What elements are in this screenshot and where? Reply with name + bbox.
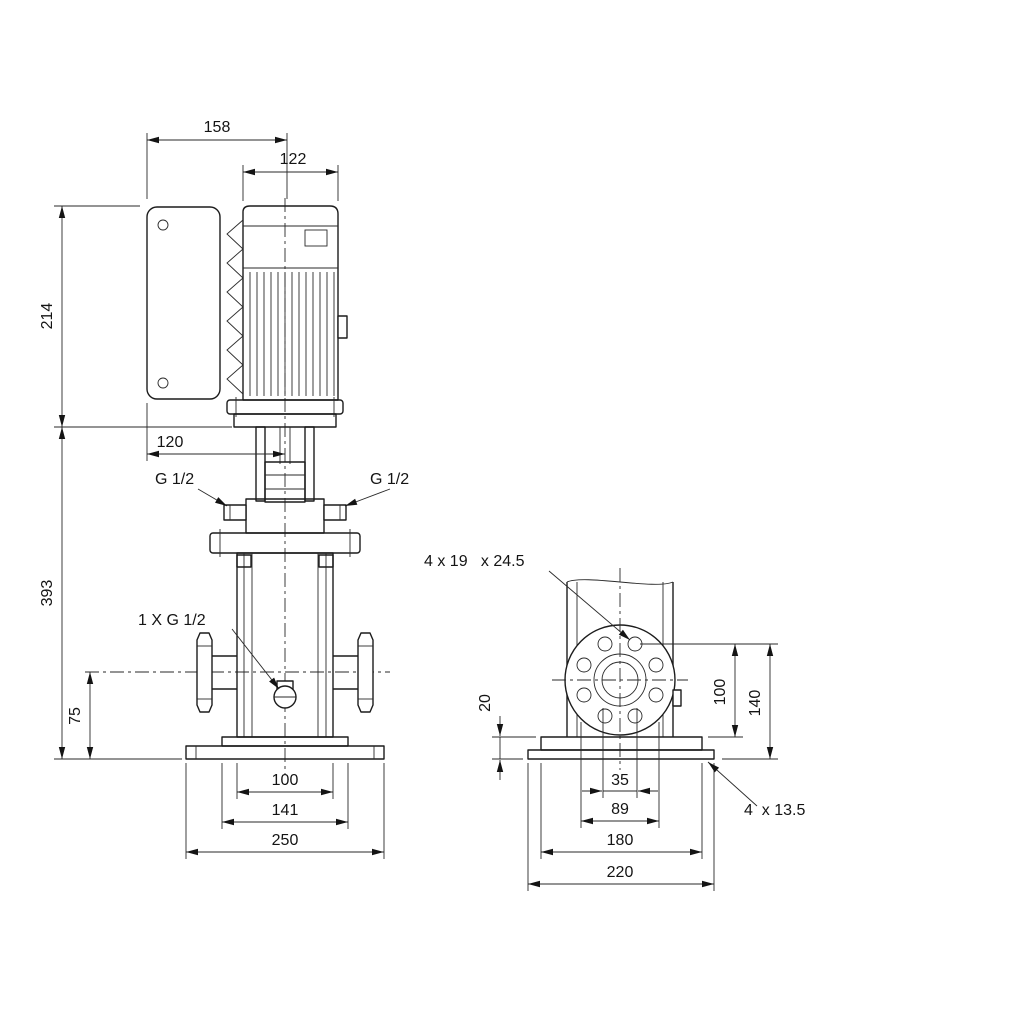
dim-label: 89: [611, 801, 629, 818]
dim-label: 180: [607, 832, 634, 849]
terminal-box: [304, 229, 328, 247]
dim-flange-height: 140: [722, 644, 778, 760]
pipe-flanges: [196, 632, 374, 713]
dim-hole-height: 100: [640, 643, 778, 738]
dim-label: 250: [272, 832, 299, 849]
base-holes-label: 4 x 13.5: [744, 802, 805, 819]
dim-motor-width: 122: [242, 151, 339, 201]
dim-label: 141: [272, 802, 299, 819]
port-label: G 1/2: [370, 471, 409, 488]
dim-box-depth: 120: [146, 403, 285, 461]
base-assembly: [185, 736, 385, 760]
staybolt-nut: [236, 554, 252, 568]
cooling-ribs: [249, 272, 335, 396]
base-lip: [527, 749, 715, 760]
port-left: [223, 504, 247, 521]
drain-plug: [273, 680, 297, 709]
flange-left: [196, 632, 213, 713]
dim-label: 122: [280, 151, 307, 168]
end-base: [527, 736, 715, 760]
base-plate: [540, 736, 703, 751]
dim-label: 120: [157, 434, 184, 451]
dim-pump-height: 393: [39, 427, 182, 760]
dim-label: 140: [747, 690, 764, 717]
base-plate: [185, 745, 385, 760]
label-port-right: G 1/2: [344, 471, 409, 507]
dim-label: 100: [712, 679, 729, 706]
flange-right: [357, 632, 374, 713]
dim-label: 158: [204, 119, 231, 136]
converter-box: [146, 206, 221, 400]
heat-sink-fins: [226, 219, 244, 395]
staybolt-nut: [318, 554, 334, 568]
port-right: [323, 504, 347, 521]
dim-top-width: 158: [146, 119, 288, 199]
dim-foot-width: 141: [221, 763, 349, 829]
pump-head: [209, 498, 361, 557]
dim-port-height: 75: [67, 672, 94, 759]
dim-base-thickness: 20: [477, 694, 536, 780]
side-tab: [672, 689, 682, 707]
motor-adapter: [226, 397, 344, 503]
label-flange-holes: 4 x 19 x 24.5: [424, 553, 631, 641]
dim-label: 20: [477, 694, 494, 712]
lantern-column: [304, 426, 315, 502]
end-view: 20 100 140 35 89: [424, 553, 805, 891]
dim-label: 393: [39, 580, 56, 607]
dim-label: 35: [611, 772, 629, 789]
dim-label: 75: [67, 707, 84, 725]
lantern-column: [255, 426, 266, 502]
dim-base-width: 250: [185, 763, 385, 859]
dim-bolt-spacing: 89: [580, 722, 660, 828]
dim-bore-width: 35: [582, 708, 658, 798]
dim-base-overall-width: 220: [527, 763, 715, 891]
drain-label: 1 X G 1/2: [138, 612, 206, 629]
dim-label: 100: [272, 772, 299, 789]
flange-holes-label: 4 x 19 x 24.5: [424, 553, 525, 570]
label-drain-port: 1 X G 1/2: [138, 612, 280, 690]
dim-motor-height: 214: [39, 205, 232, 428]
motor-body: [226, 205, 348, 401]
dim-chamber-width: 100: [236, 763, 334, 799]
screw-icon: [157, 377, 169, 389]
screw-icon: [157, 219, 169, 231]
motor-side-tab: [337, 315, 348, 339]
bolt-holes: [576, 636, 664, 724]
side-view: 158 122 214 393 120 75: [39, 119, 409, 859]
coupling: [264, 461, 306, 503]
label-base-holes: 4 x 13.5: [707, 761, 805, 819]
label-port-left: G 1/2: [155, 471, 228, 507]
dim-base-plate-width: 180: [540, 763, 703, 859]
dim-label: 220: [607, 864, 634, 881]
port-label: G 1/2: [155, 471, 194, 488]
dim-label: 214: [39, 303, 56, 330]
